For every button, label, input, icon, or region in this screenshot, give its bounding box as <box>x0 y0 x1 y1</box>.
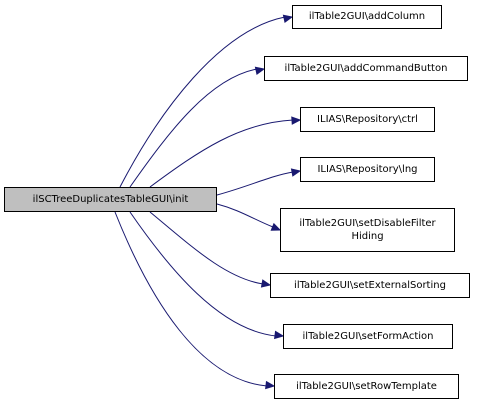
callee-label: ilTable2GUI\addColumn <box>308 11 426 22</box>
callee-node-set-form-action[interactable]: ilTable2GUI\setFormAction <box>283 324 453 349</box>
root-node-label: ilSCTreeDuplicatesTableGUI\init <box>32 193 189 205</box>
callee-label-line-1: ilTable2GUI\setDisableFilter <box>299 218 436 229</box>
callee-node-lng[interactable]: ILIAS\Repository\lng <box>300 157 435 182</box>
edge-to-set-form-action <box>129 211 277 337</box>
edge-to-lng <box>216 171 294 196</box>
callee-label: ilTable2GUI\setRowTemplate <box>296 380 437 392</box>
edge-to-set-form-action-arrowhead <box>274 330 285 340</box>
callee-node-set-row-template[interactable]: ilTable2GUI\setRowTemplate <box>274 374 459 399</box>
edge-to-ctrl <box>149 119 294 188</box>
callee-node-ctrl[interactable]: ILIAS\Repository\ctrl <box>300 107 435 132</box>
callee-label: ilTable2GUI\setExternalSorting <box>294 279 446 291</box>
callee-label: ILIAS\Repository\lng <box>317 163 418 175</box>
callee-label: ilTable2GUI\setFormAction <box>302 330 434 342</box>
edge-to-set-form-action-connector <box>274 334 277 337</box>
edge-to-add-command-button-connector <box>255 68 258 71</box>
callee-label-line-2: Hiding <box>351 231 384 242</box>
callee-label: ilTable2GUI\addCommandButton <box>284 62 448 74</box>
callee-label: ILIAS\Repository\ctrl <box>317 113 418 125</box>
edge-to-add-command-button <box>129 68 258 188</box>
edge-to-add-command-button-arrowhead <box>254 66 266 75</box>
edge-to-add-column <box>119 16 286 188</box>
root-node[interactable]: ilSCTreeDuplicatesTableGUI\init <box>4 187 217 212</box>
callee-node-set-disable-filter-hiding[interactable]: ilTable2GUI\setDisableFilter Hiding <box>280 208 455 252</box>
edge-to-set-row-template-connector <box>265 384 268 387</box>
edge-to-ctrl-connector <box>291 119 294 121</box>
edge-to-add-column-connector <box>283 16 286 19</box>
callee-node-add-command-button[interactable]: ilTable2GUI\addCommandButton <box>264 56 468 81</box>
edge-to-set-disable-filter-hiding-arrowhead <box>270 222 282 231</box>
callee-node-add-column[interactable]: ilTable2GUI\addColumn <box>292 5 442 29</box>
edge-to-set-disable-filter-hiding <box>216 203 274 228</box>
edge-to-set-row-template <box>114 211 268 387</box>
edge-to-set-row-template-arrowhead <box>265 380 276 390</box>
callee-node-set-external-sorting[interactable]: ilTable2GUI\setExternalSorting <box>270 273 470 298</box>
edge-to-set-external-sorting <box>149 211 264 285</box>
